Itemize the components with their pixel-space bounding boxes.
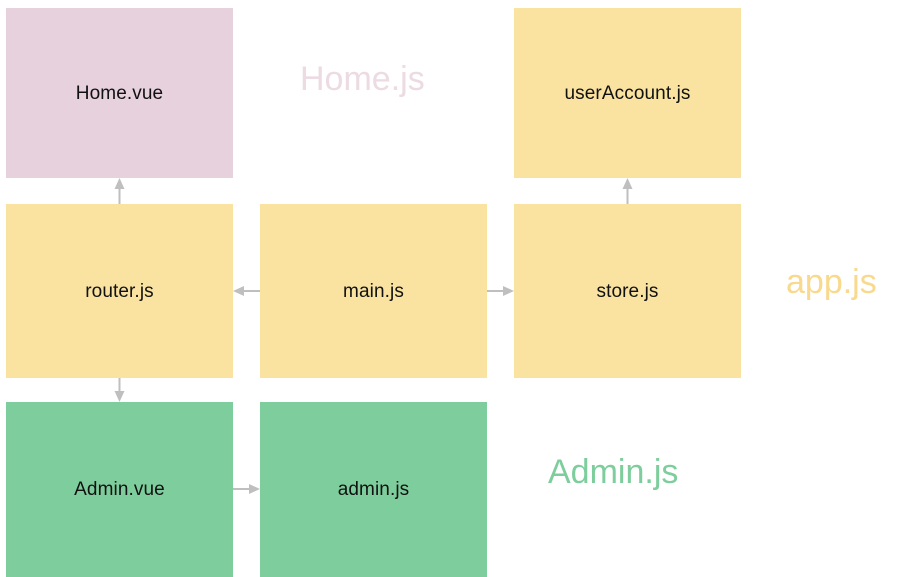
node-useraccount-js-label: userAccount.js bbox=[564, 82, 691, 104]
node-admin-js-label: admin.js bbox=[337, 479, 410, 500]
edge-main-to-store bbox=[487, 286, 514, 296]
node-main-js-label: main.js bbox=[343, 280, 404, 302]
group-label-home-js: Home.js bbox=[300, 60, 425, 98]
edge-main-to-router bbox=[233, 286, 260, 296]
edge-store-to-useraccount bbox=[622, 178, 633, 204]
node-admin-vue[interactable]: Admin.vue bbox=[6, 402, 233, 577]
edge-router-to-home-vue bbox=[114, 178, 125, 204]
node-store-js[interactable]: store.js bbox=[514, 204, 741, 378]
node-admin-vue-label: Admin.vue bbox=[74, 479, 165, 500]
node-router-js-label: router.js bbox=[85, 280, 154, 302]
group-label-admin-js: Admin.js bbox=[548, 453, 679, 491]
node-router-js[interactable]: router.js bbox=[6, 204, 233, 378]
node-home-vue-label: Home.vue bbox=[75, 82, 164, 104]
edge-router-to-admin-vue bbox=[114, 378, 125, 402]
node-store-js-label: store.js bbox=[596, 280, 659, 302]
edge-admin-vue-to-admin-js bbox=[233, 484, 260, 494]
node-useraccount-js[interactable]: userAccount.js bbox=[514, 8, 741, 178]
node-home-vue[interactable]: Home.vue bbox=[6, 8, 233, 178]
node-main-js[interactable]: main.js bbox=[260, 204, 487, 378]
node-admin-js[interactable]: admin.js bbox=[260, 402, 487, 577]
group-label-app-js: app.js bbox=[786, 263, 877, 301]
